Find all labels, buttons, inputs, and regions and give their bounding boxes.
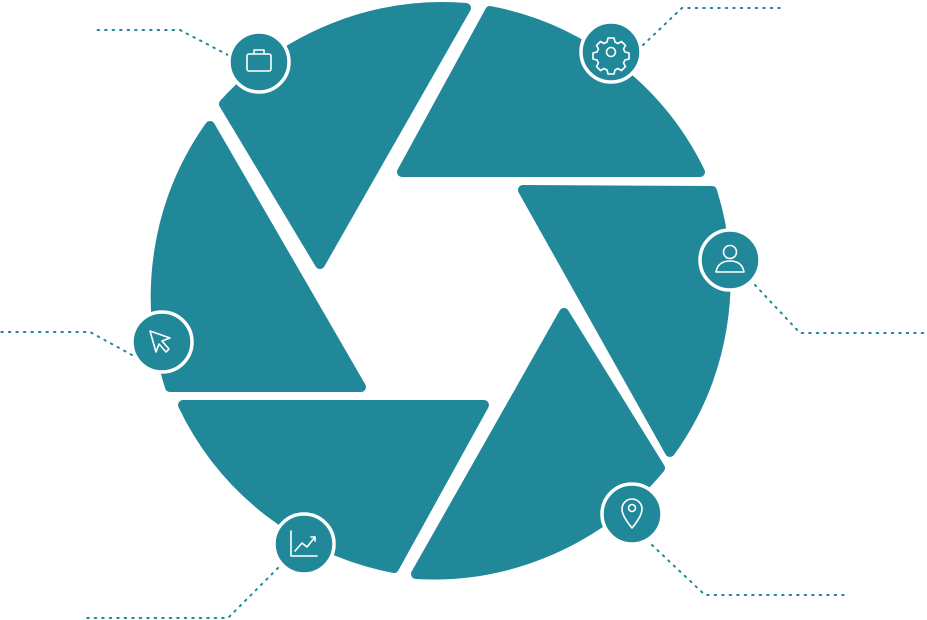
chart-icon (290, 530, 318, 557)
connector-briefcase (94, 29, 229, 56)
connector-chart (81, 567, 279, 619)
connector-user (754, 284, 927, 334)
connector-gear (642, 7, 781, 46)
gear-icon (592, 37, 630, 75)
blade-bottom-left (178, 400, 489, 573)
cursor-icon (149, 330, 171, 353)
user-icon (715, 244, 745, 273)
location-pin-icon (621, 498, 643, 529)
connector-pin (651, 544, 849, 596)
gear-node (579, 20, 643, 84)
pin-node (600, 482, 664, 546)
blade-left (150, 121, 366, 392)
connector-cursor (0, 331, 133, 356)
briefcase-icon (246, 49, 272, 72)
user-node (698, 228, 762, 292)
blade-right (518, 185, 731, 457)
briefcase-node (227, 30, 291, 94)
